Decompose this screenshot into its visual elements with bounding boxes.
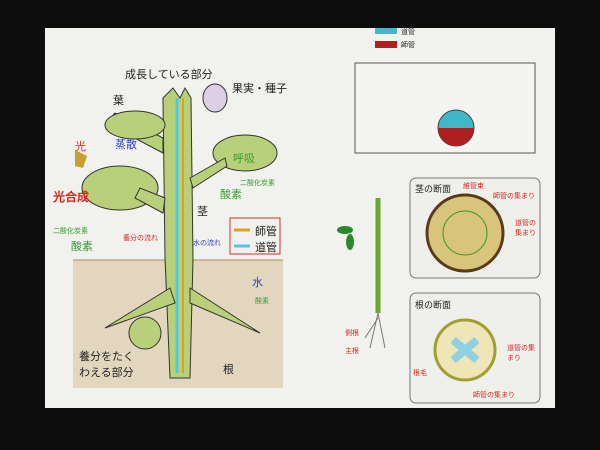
plant-drawing (81, 86, 278, 379)
label-storage: 養分をたくわえる部分 (79, 350, 134, 379)
label-respiration: 呼吸 (233, 152, 255, 165)
root-section-title: 根の断面 (415, 301, 452, 311)
label-root: 根 (223, 363, 234, 376)
leaf-legend-xylem: 道管 (401, 28, 415, 36)
label-oxygen-root: 酸素 (255, 297, 269, 305)
light-icon (75, 150, 87, 168)
stem-xylem-label: 道管の集まり (515, 219, 536, 237)
label-water-flow: 水の流れ (193, 239, 221, 247)
root-phloem-label: 師管の集まり (473, 391, 515, 399)
stem-phloem-label: 師管の集まり (493, 192, 535, 200)
label-o2-right: 酸素 (220, 188, 242, 201)
legend-xylem: 道管 (255, 241, 277, 254)
label-o2-left: 酸素 (71, 240, 93, 253)
stem-bundle-label: 維管束 (463, 182, 484, 190)
label-water: 水 (252, 276, 263, 289)
fruit-shape (202, 83, 228, 113)
legend-phloem: 師管 (255, 225, 277, 238)
main-root-label: 主根 (345, 347, 359, 355)
label-stem: 茎 (197, 205, 208, 218)
label-fruit: 果実・種子 (232, 82, 287, 95)
lateral-root-label: 側根 (345, 329, 359, 337)
legend-box (229, 217, 281, 255)
label-nutrient-flow: 養分の流れ (123, 234, 158, 242)
root-hair-label: 根毛 (413, 369, 427, 377)
root-xylem-label: 道管の集まり (507, 344, 535, 362)
diagram-drawing (73, 28, 541, 404)
stem-section-title: 茎の断面 (415, 185, 452, 195)
label-co2-left: 二酸化炭素 (53, 227, 88, 235)
projected-slide: 成長している部分 果実・種子 葉 光 蒸散 光合成 二酸化炭素 酸素 呼吸 二酸… (45, 28, 555, 408)
label-transpiration: 蒸散 (115, 138, 137, 151)
label-photosynthesis: 光合成 (53, 190, 90, 204)
label-light: 光 (75, 140, 86, 153)
leaf-legend-phloem: 師管 (401, 41, 415, 49)
label-leaf: 葉 (113, 94, 124, 107)
label-growing-part: 成長している部分 (125, 68, 213, 81)
label-co2-right: 二酸化炭素 (240, 179, 275, 187)
